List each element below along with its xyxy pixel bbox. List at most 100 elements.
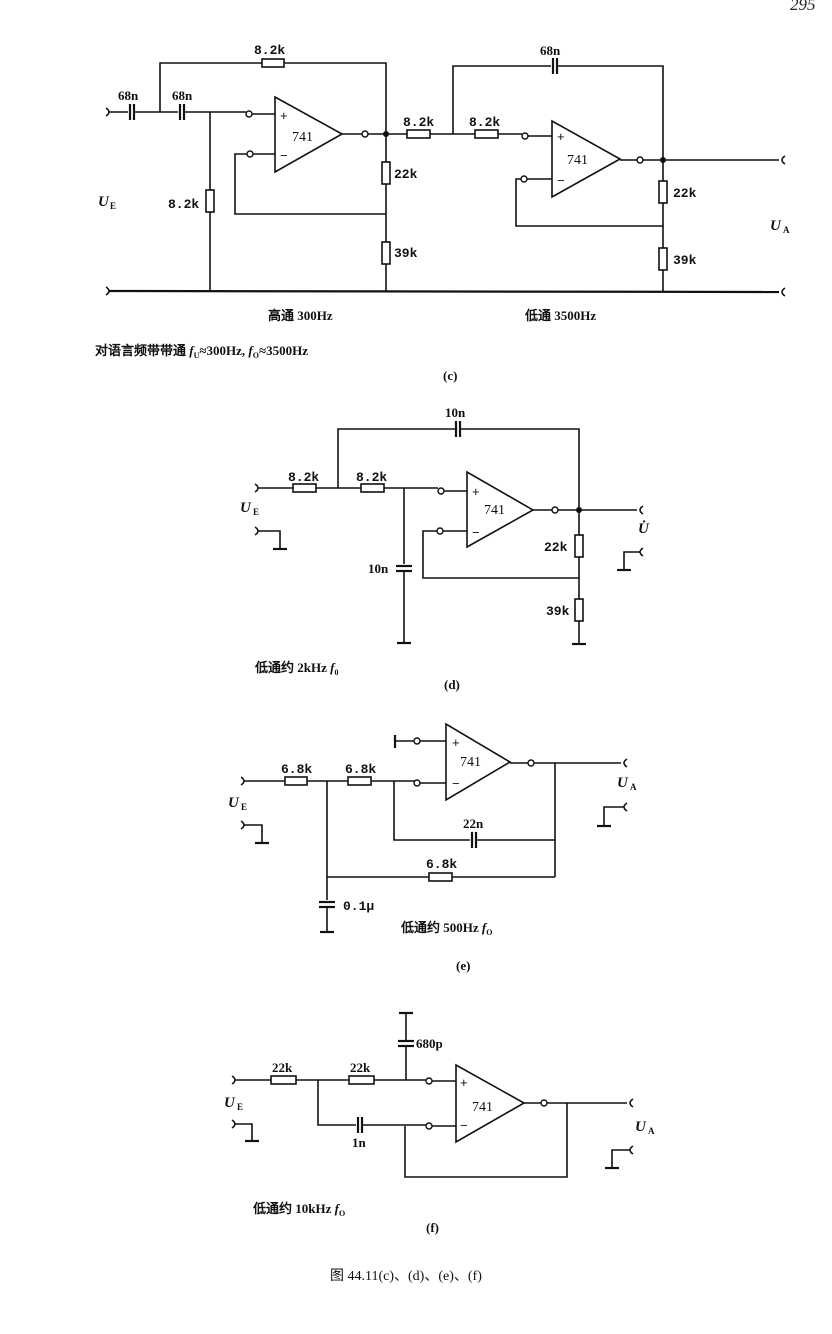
output-terminal-bottom-icon	[781, 287, 786, 297]
stage1-name: 高通 300Hz	[268, 308, 333, 323]
r1-value: 8.2k	[288, 470, 319, 485]
plus-sign: +	[557, 129, 565, 144]
minus-sign: −	[452, 776, 460, 791]
fo-value: ≈3500Hz	[259, 343, 308, 358]
r2-value: 6.8k	[345, 762, 376, 777]
c-feedback-value: 1n	[352, 1135, 367, 1150]
f-sub: O	[339, 1209, 345, 1218]
r-gain-top-value: 22k	[673, 186, 697, 201]
resistor-r1	[292, 483, 317, 493]
input-label-sub: E	[110, 201, 116, 211]
output-label: U̇	[638, 520, 650, 537]
input-label: U	[98, 194, 110, 210]
resistor-39k	[574, 598, 584, 622]
input-label-sub: E	[253, 507, 259, 517]
input-ground-terminal-icon	[240, 820, 245, 830]
description-c: 对语言频带带通 fU≈300Hz, fO≈3500Hz	[95, 343, 308, 360]
input-terminal-bottom-icon	[105, 286, 110, 296]
circuit-e: 6.8k 6.8k + − 741 U A 22n 6.8k	[228, 722, 637, 973]
r2-value: 8.2k	[356, 470, 387, 485]
circuit-label-d: (d)	[444, 677, 460, 692]
resistor-r2	[348, 1075, 375, 1085]
r1-stage2-value: 8.2k	[403, 115, 434, 130]
output-terminal-icon	[623, 758, 628, 768]
desc-prefix: 对语言频带带通	[95, 343, 189, 358]
input-label: U	[228, 795, 240, 811]
circuit-d: 8.2k 8.2k 10n 10n U E + − 741	[240, 405, 650, 692]
input-terminal-icon	[240, 776, 245, 786]
minus-sign: −	[280, 148, 288, 163]
output-ground-terminal-icon	[639, 547, 644, 557]
capacitor-c1	[128, 104, 136, 120]
opamp-741	[466, 470, 535, 549]
f-symbol: f	[482, 920, 488, 935]
page-number: 295	[790, 0, 816, 14]
opamp-label: 741	[460, 755, 481, 770]
opamp-741-stage2	[551, 119, 622, 199]
c1-value: 68n	[118, 88, 139, 103]
opamp-label: 741	[472, 1100, 493, 1115]
c-feedback-stage2-value: 68n	[540, 43, 561, 58]
input-terminal-top-icon	[105, 107, 110, 117]
output-label-sub: A	[630, 782, 637, 792]
plus-sign: +	[452, 735, 460, 750]
output-terminal-top-icon	[781, 155, 786, 165]
r-feedback-value: 8.2k	[254, 43, 285, 58]
c2-value: 68n	[172, 88, 193, 103]
r-gain-bottom-value: 39k	[546, 604, 570, 619]
opamp-741-stage1	[274, 95, 344, 174]
f-sub: 0	[334, 668, 338, 677]
input-terminal-icon	[231, 1075, 236, 1085]
opamp-label: 741	[292, 130, 313, 145]
figure-caption: 图 44.11(c)、(d)、(e)、(f)	[330, 1269, 482, 1284]
resistor-22k	[574, 534, 584, 558]
r1-value: 22k	[272, 1060, 293, 1075]
input-label: U	[240, 500, 252, 516]
r3-value: 6.8k	[426, 857, 457, 872]
r-gain-bottom-value: 39k	[673, 253, 697, 268]
resistor-22k-stage2	[658, 180, 668, 204]
output-ground-terminal-icon	[629, 1145, 634, 1155]
fu-sub: U	[194, 351, 200, 360]
f-symbol: f	[189, 343, 195, 358]
circuit-c: 68n 68n 8.2k 8.2k U E + − 741	[95, 43, 790, 383]
input-ground-terminal-icon	[254, 526, 259, 536]
r-ground-value: 8.2k	[168, 197, 199, 212]
plus-sign: +	[280, 108, 288, 123]
input-terminal-icon	[254, 483, 259, 493]
resistor-ground-8k2	[205, 189, 215, 213]
input-label: U	[224, 1095, 236, 1111]
minus-sign: −	[472, 525, 480, 540]
f-symbol: f	[335, 1201, 341, 1216]
opamp-label: 741	[567, 153, 588, 168]
resistor-r1-stage2	[406, 129, 431, 139]
circuit-f: 22k 22k 680p 1n + − 741 U A	[224, 1011, 655, 1235]
output-label-sub: A	[783, 225, 790, 235]
resistor-r2	[360, 483, 385, 493]
output-ground-terminal-icon	[623, 802, 628, 812]
desc-text: 低通约 10kHz	[252, 1201, 335, 1216]
resistor-r2-stage2	[474, 129, 499, 139]
opamp-741	[455, 1063, 526, 1144]
plus-sign: +	[472, 484, 480, 499]
resistor-r1	[284, 776, 308, 786]
resistor-r2	[347, 776, 372, 786]
desc-text: 低通约 500Hz	[400, 920, 482, 935]
output-label: U	[770, 218, 782, 234]
c-ground-value: 0.1μ	[343, 899, 374, 914]
output-label: U	[617, 775, 629, 791]
c-feedback-value: 22n	[463, 816, 484, 831]
description-d: 低通约 2kHz f0	[254, 660, 338, 677]
f-symbol: f	[330, 660, 336, 675]
r2-stage2-value: 8.2k	[469, 115, 500, 130]
output-label-sub: A	[648, 1126, 655, 1136]
circuit-label-c: (c)	[443, 368, 457, 383]
output-terminal-icon	[629, 1098, 634, 1108]
resistor-feedback-8k2	[261, 58, 285, 68]
c-feedback-value: 10n	[445, 405, 466, 420]
resistor-22k-stage1	[381, 161, 391, 185]
r-gain-top-value: 22k	[394, 167, 418, 182]
capacitor-c2	[178, 104, 186, 120]
description-f: 低通约 10kHz fO	[252, 1201, 345, 1218]
